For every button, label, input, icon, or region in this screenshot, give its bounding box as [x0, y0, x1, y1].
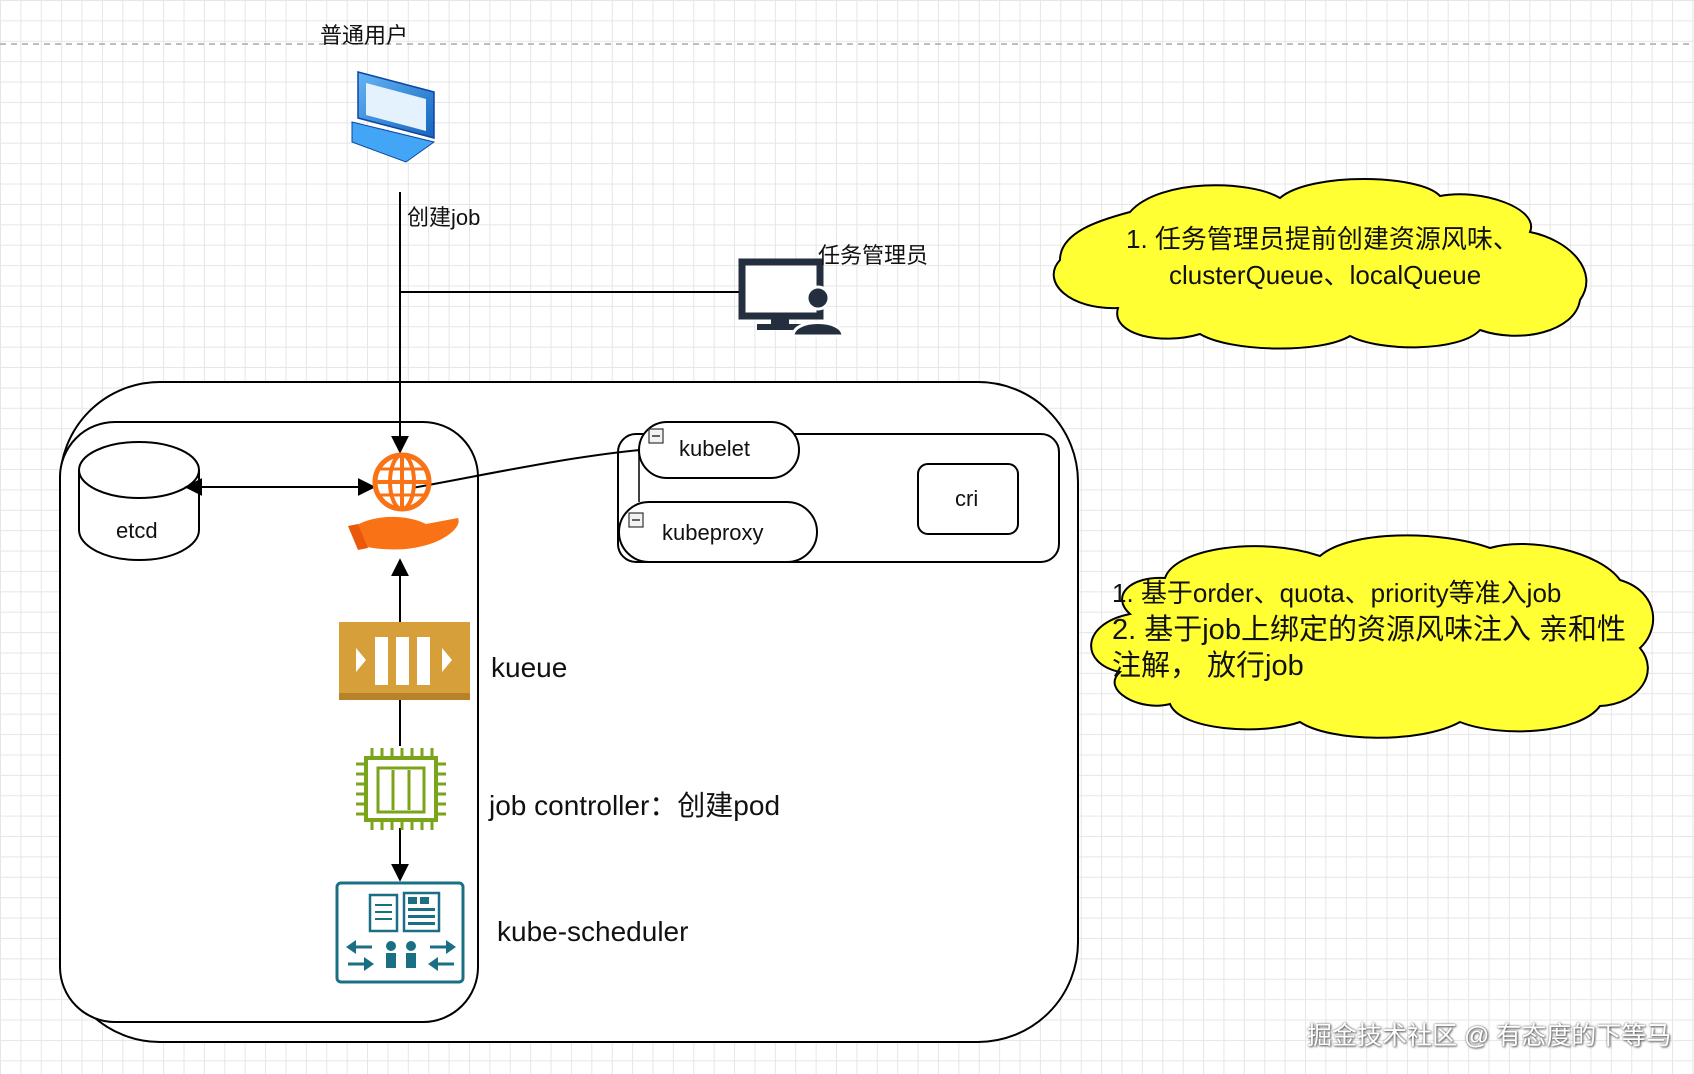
- laptop-icon: [351, 71, 436, 163]
- cri-box[interactable]: [917, 463, 1019, 535]
- kueue-label: kueue: [491, 652, 568, 683]
- admin-workstation-icon: [738, 258, 845, 338]
- kubelet-label: kubelet: [679, 436, 750, 461]
- job-controller-chip-icon: [356, 748, 446, 830]
- kueue-icon: [339, 622, 470, 700]
- kube-scheduler-label: kube-scheduler: [497, 916, 689, 947]
- callout-cloud-admin[interactable]: [1052, 178, 1588, 350]
- cri-label: cri: [955, 486, 979, 511]
- cloud2-line2: 2. 基于job上绑定的资源风味注入 亲和性注解， 放行job: [1112, 614, 1627, 682]
- kubeproxy-box[interactable]: [618, 501, 818, 563]
- cloud1-line2: clusterQueue、localQueue: [1169, 260, 1482, 290]
- callout-cloud-kueue[interactable]: [1090, 534, 1654, 739]
- control-plane-container[interactable]: [59, 421, 479, 1023]
- normal-user-label: 普通用户: [320, 23, 409, 48]
- create-job-label: 创建job: [407, 205, 481, 230]
- api-server-globe-icon: [348, 452, 459, 550]
- task-admin-label: 任务管理员: [818, 243, 929, 268]
- cloud1-line1: 1. 任务管理员提前创建资源风味、: [1126, 224, 1519, 254]
- kube-scheduler-icon: [335, 881, 465, 984]
- watermark: 掘金技术社区 @ 有态度的下等马: [1307, 1022, 1672, 1050]
- job-controller-label: job controller：创建pod: [489, 790, 781, 821]
- etcd-cylinder[interactable]: [78, 441, 200, 561]
- api-kubelet-connector: [411, 449, 641, 489]
- cloud2-line1: 1. 基于order、quota、priority等准入job: [1112, 578, 1562, 608]
- etcd-label: etcd: [116, 518, 158, 543]
- kubeproxy-label: kubeproxy: [662, 520, 764, 545]
